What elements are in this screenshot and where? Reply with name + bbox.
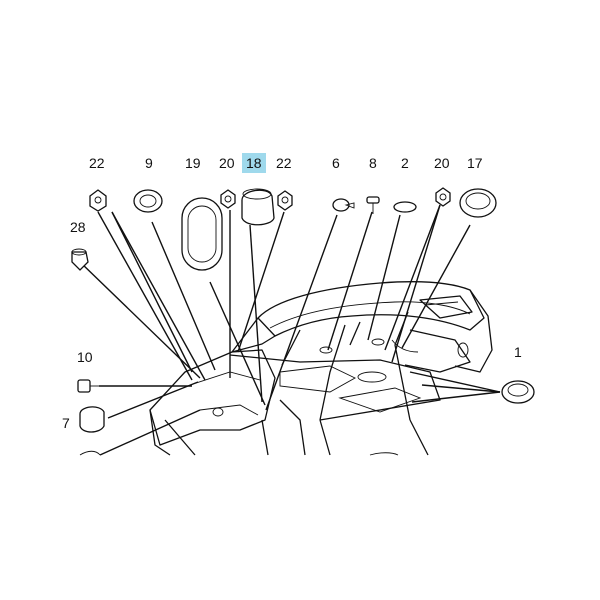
part-nut-20-left[interactable] (220, 189, 236, 209)
callout-22-left[interactable]: 22 (89, 155, 105, 171)
part-nut-22-right[interactable] (277, 190, 293, 211)
callout-17[interactable]: 17 (467, 155, 483, 171)
callout-10[interactable]: 10 (77, 349, 93, 365)
callout-22-right[interactable]: 22 (276, 155, 292, 171)
part-nut-20-right[interactable] (435, 187, 451, 207)
callout-1[interactable]: 1 (514, 344, 522, 360)
callout-2[interactable]: 2 (401, 155, 409, 171)
part-oval-plug-19[interactable] (181, 197, 223, 271)
callout-7[interactable]: 7 (62, 415, 70, 431)
leader-lines (79, 204, 501, 456)
part-clip-28[interactable] (71, 248, 89, 271)
part-nut-22-left[interactable] (89, 189, 107, 212)
part-plug-1[interactable] (501, 380, 535, 404)
part-grommet-9[interactable] (133, 189, 163, 213)
callout-19[interactable]: 19 (185, 155, 201, 171)
callout-28[interactable]: 28 (70, 219, 86, 235)
part-screw-8[interactable] (366, 196, 380, 214)
callout-9[interactable]: 9 (145, 155, 153, 171)
callouts: 22 9 19 20 18 22 6 8 2 20 17 28 10 7 1 (62, 155, 522, 431)
callout-6[interactable]: 6 (332, 155, 340, 171)
part-bolt-10[interactable] (77, 379, 100, 393)
part-plug-18[interactable] (241, 188, 275, 226)
part-clip-6[interactable] (332, 198, 355, 212)
callout-20-left[interactable]: 20 (219, 155, 235, 171)
highlight-box-18 (242, 153, 266, 173)
car-body-shell (79, 281, 493, 456)
parts (71, 187, 535, 433)
part-ring-2[interactable] (393, 201, 417, 213)
callout-8[interactable]: 8 (369, 155, 377, 171)
callout-18[interactable]: 18 (246, 155, 262, 171)
part-grommet-17[interactable] (459, 188, 497, 218)
callout-20-right[interactable]: 20 (434, 155, 450, 171)
part-cap-7[interactable] (79, 406, 105, 433)
